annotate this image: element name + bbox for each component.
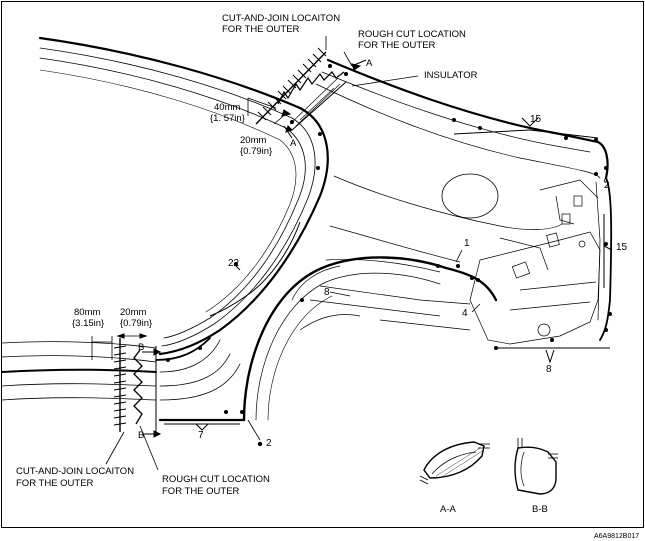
diagram-border [1,1,644,528]
dim-20mm-top: 20mm [240,135,266,146]
section-mark-b-top: B [138,342,144,353]
callout-2-right: 2 [604,180,610,191]
insulator-label: INSULATOR [424,70,478,81]
top-cut-zone [247,47,367,139]
cut-join-bottom-line1: CUT-AND-JOIN LOCAITON [16,466,134,477]
rough-cut-bottom-line1: ROUGH CUT LOCATION [162,474,270,485]
callout-1: 1 [464,238,470,249]
callout-15-top: 15 [530,114,542,125]
callout-8-bottom: 8 [546,364,552,375]
rear-deck-outline [315,58,613,341]
callout-15-right: 15 [616,242,628,253]
rocker-sill [1,337,246,422]
dim-20mm-bottom: 20mm [120,307,146,318]
section-bb-label: B-B [532,504,548,515]
callout-2-bottom: 2 [266,438,272,449]
rough-cut-bottom-line2: FOR THE OUTER [162,486,240,497]
wheel-arch [242,256,498,422]
section-aa-inset [419,441,490,485]
fuel-door [441,173,499,219]
callout-7: 7 [198,430,204,441]
figure-code: A6A9812B017 [594,533,639,540]
section-aa-label: A-A [440,504,457,515]
callout-4: 4 [462,308,468,319]
callout-22: 22 [228,258,240,269]
section-mark-a-top: A [366,58,373,69]
dim-40in: {1. 57in} [210,113,245,124]
roof-pillar-outline [38,36,329,356]
annotation-labels: CUT-AND-JOIN LOCAITON FOR THE OUTER ROUG… [16,13,478,497]
section-bb-inset [514,438,558,495]
weld-brackets [164,117,613,431]
cut-join-top-line1: CUT-AND-JOIN LOCAITON [222,13,340,24]
dim-80mm: 80mm [74,307,100,318]
cut-join-top-line2: FOR THE OUTER [222,24,300,35]
inner-panel [291,175,601,345]
section-mark-b-bottom: B [138,430,144,441]
dim-20in-bottom: {0.79in} [120,318,152,329]
part-callouts: 15 15 2 1 22 8 4 8 7 2 [198,114,628,449]
cut-join-bottom-line2: FOR THE OUTER [16,478,94,489]
rough-cut-top-line2: FOR THE OUTER [358,40,436,51]
section-mark-a-bottom: A [290,138,297,149]
rough-cut-top-line1: ROUGH CUT LOCATION [358,29,466,40]
callout-8-inner: 8 [324,287,330,298]
weld-spots [166,64,612,447]
bottom-cut-zone [91,333,162,438]
dim-80in: {3.15in} [72,318,104,329]
leader-lines [105,36,607,471]
dim-20in-top: {0.79in} [240,146,272,157]
dim-40mm: 40mm [214,102,240,113]
